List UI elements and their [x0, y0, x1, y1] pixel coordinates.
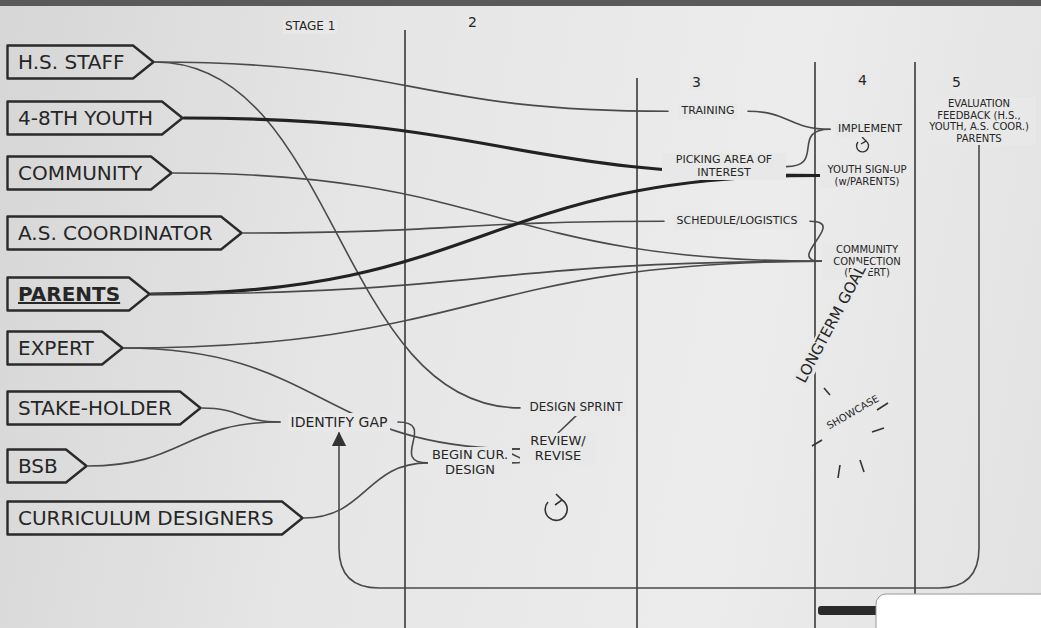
note-text: SHOWCASE [823, 392, 883, 433]
step-note: BEGIN CUR. DESIGN [428, 447, 512, 479]
step-note: REVIEW/ REVISE [520, 433, 596, 465]
flow-line [173, 173, 822, 261]
tag-shape [8, 278, 150, 311]
step-text: PICKING AREA OF INTEREST [662, 153, 786, 180]
flow-line [786, 129, 830, 166]
flow-line [124, 348, 520, 449]
tag-shape [8, 332, 123, 365]
stakeholder-name: H.S. STAFF [18, 50, 125, 74]
stage-divider [914, 62, 916, 628]
stakeholder-name: CURRICULUM DESIGNERS [18, 506, 274, 530]
stakeholder-tag: BSB [6, 448, 88, 484]
flow-line [304, 463, 428, 518]
stakeholder-name: A.S. COORDINATOR [18, 221, 213, 245]
step-text: DESIGN SPRINT [526, 400, 625, 416]
paper-corner [876, 594, 1041, 628]
flow-line [339, 145, 979, 588]
flow-line [748, 111, 830, 129]
stage-number: STAGE 1 [283, 20, 337, 34]
stakeholder-tag: 4-8TH YOUTH [6, 100, 184, 136]
stage-number: 2 [466, 14, 479, 30]
stakeholder-tag: PARENTS [6, 276, 151, 312]
starburst-marks [812, 388, 888, 478]
flow-line [243, 221, 664, 233]
stakeholder-name: 4-8TH YOUTH [18, 106, 154, 130]
stakeholder-tag: EXPERT [6, 330, 124, 366]
flow-line [88, 422, 280, 466]
flow-line [151, 261, 822, 294]
step-text: BEGIN CUR. DESIGN [428, 447, 512, 479]
tag-shape [8, 450, 87, 483]
step-note: DESIGN SPRINT [520, 400, 632, 416]
step-text: TRAINING [679, 104, 738, 119]
stakeholder-tag: COMMUNITY [6, 155, 173, 191]
step-note: EVALUATION FEEDBACK (H.S., YOUTH, A.S. C… [922, 97, 1036, 145]
board-frame [0, 0, 1041, 6]
step-note: IDENTIFY GAP [280, 413, 398, 431]
stakeholder-tag: H.S. STAFF [6, 44, 155, 80]
flow-line [202, 408, 280, 422]
cycle-symbol [857, 137, 869, 152]
tag-shape [8, 392, 201, 425]
step-note: PICKING AREA OF INTEREST [662, 153, 786, 180]
stakeholder-tag: A.S. COORDINATOR [6, 215, 243, 251]
flow-line [124, 261, 822, 348]
flow-line [558, 416, 576, 433]
note-text: LONGTERM GOAL [792, 261, 870, 388]
tag-shape [8, 157, 172, 190]
step-text: REVIEW/ REVISE [520, 433, 596, 465]
stakeholder-name: EXPERT [18, 336, 94, 360]
step-note: SCHEDULE/LOGISTICS [664, 214, 810, 229]
stakeholder-name: COMMUNITY [18, 161, 143, 185]
step-text: EVALUATION FEEDBACK (H.S., YOUTH, A.S. C… [922, 97, 1036, 145]
stage-divider [404, 30, 406, 628]
step-note: TRAINING [668, 104, 748, 119]
stage-number: 3 [690, 74, 703, 90]
step-text: IMPLEMENT [835, 122, 905, 137]
step-text: SCHEDULE/LOGISTICS [674, 214, 801, 229]
flow-line [151, 176, 820, 295]
stakeholder-name: STAKE-HOLDER [18, 396, 172, 420]
tag-shape [8, 217, 242, 250]
step-note: IMPLEMENT [830, 122, 910, 137]
cycle-symbol [545, 494, 567, 520]
stakeholder-name: PARENTS [18, 282, 121, 306]
stakeholder-tag: CURRICULUM DESIGNERS [6, 500, 304, 536]
stage-number: 4 [856, 72, 869, 88]
tag-shape [8, 102, 183, 135]
flow-line [398, 422, 428, 463]
stage-number: 5 [950, 74, 963, 90]
stakeholder-name: BSB [18, 454, 58, 478]
tag-shape [8, 502, 303, 535]
step-note: YOUTH SIGN-UP (w/PARENTS) [820, 163, 914, 188]
step-text: YOUTH SIGN-UP (w/PARENTS) [820, 163, 914, 188]
stakeholder-tag: STAKE-HOLDER [6, 390, 202, 426]
marker-pen [818, 606, 880, 615]
flow-line [809, 221, 823, 261]
tag-shape [8, 46, 154, 79]
step-text: IDENTIFY GAP [288, 413, 391, 431]
stage-divider [636, 78, 638, 628]
